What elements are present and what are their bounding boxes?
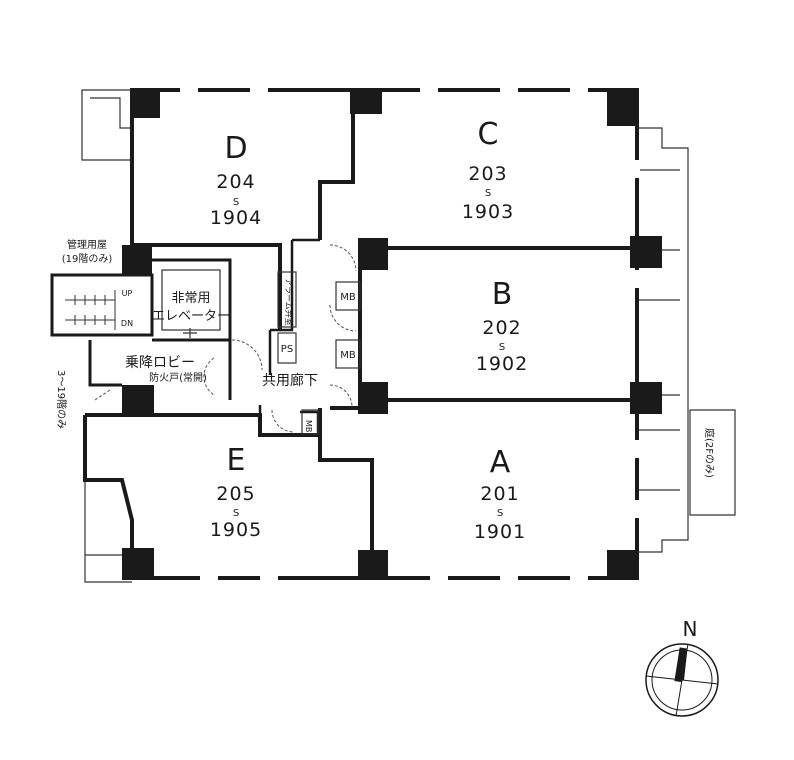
emergency-elevator-label: 非常用 — [171, 291, 210, 306]
unit-D: D 204 S 1904 — [210, 131, 262, 229]
elevator-car — [161, 269, 221, 338]
unit-range-end: 1904 — [210, 207, 262, 229]
unit-range-sep: S — [497, 508, 503, 519]
unit-letter: B — [492, 277, 513, 312]
unit-range-start: 201 — [480, 483, 519, 505]
core-walls — [50, 258, 232, 400]
service-rooms — [277, 271, 361, 435]
emergency-elevator-label-2: エレベーター — [152, 309, 230, 324]
north-compass: N — [645, 617, 719, 717]
unit-range-end: 1901 — [474, 521, 526, 543]
management-room-note: (19階のみ) — [62, 253, 113, 265]
floors-note: 3〜19階のみ — [55, 370, 67, 429]
unit-range-end: 1903 — [462, 201, 514, 223]
unit-range-sep: S — [233, 197, 239, 208]
management-room-label: 管理用屋 — [67, 238, 107, 251]
corridor-walls — [258, 238, 320, 435]
north-label: N — [683, 617, 698, 641]
stairs-up-label: UP — [122, 289, 133, 298]
unit-letter: D — [224, 131, 247, 166]
door-swings — [94, 244, 357, 433]
interior-walls — [85, 92, 637, 578]
unit-range-start: 202 — [482, 317, 521, 339]
unit-range-end: 1902 — [476, 353, 528, 375]
unit-range-start: 203 — [468, 163, 507, 185]
unit-E: E 205 S 1905 — [210, 443, 262, 541]
unit-range-start: 204 — [216, 171, 255, 193]
mb-label-1: MB — [340, 292, 356, 303]
unit-range-sep: S — [499, 342, 505, 353]
corridor-label: 共用廊下 — [262, 372, 318, 389]
windows — [180, 88, 640, 581]
unit-range-sep: S — [233, 508, 239, 519]
unit-letter: E — [227, 443, 246, 478]
alarm-valve-label: アラーム弁室 — [284, 278, 294, 326]
boarding-lobby-label: 乗降ロビー — [125, 355, 195, 371]
unit-C: C 203 S 1903 — [462, 117, 514, 223]
stairs — [65, 290, 116, 330]
unit-letter: A — [490, 445, 511, 480]
unit-A: A 201 S 1901 — [474, 445, 526, 543]
balconies — [81, 89, 736, 583]
columns — [122, 88, 662, 580]
stairs-dn-label: DN — [121, 319, 133, 328]
unit-B: B 202 S 1902 — [476, 277, 528, 375]
unit-range-end: 1905 — [210, 519, 262, 541]
unit-range-start: 205 — [216, 483, 255, 505]
mb-label-vertical: MB — [304, 420, 313, 432]
unit-letter: C — [478, 117, 499, 152]
ps-label: PS — [281, 344, 293, 355]
fire-door-label: 防火戸(常開) — [149, 371, 207, 384]
garden-note: 庭(2Fのみ) — [703, 428, 716, 478]
mb-label-2: MB — [340, 350, 356, 361]
unit-range-sep: S — [485, 188, 491, 199]
